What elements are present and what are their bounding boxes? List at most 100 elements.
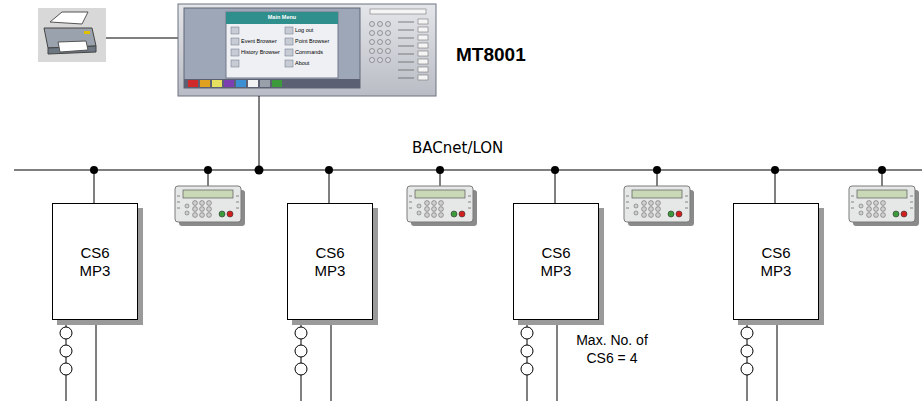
bus-drops — [440, 170, 441, 186]
operator-terminal — [226, 12, 338, 24]
controller-box: CS6 MP3 — [287, 203, 373, 320]
controller-box: CS6 MP3 — [513, 203, 599, 320]
box-label: CS6 MP3 — [535, 244, 577, 280]
operator-terminal — [370, 22, 391, 63]
operator-terminal — [184, 79, 360, 88]
network-illustration — [60, 320, 72, 401]
operator-terminal — [184, 8, 360, 88]
printer-icon — [50, 12, 88, 24]
operator-terminal — [178, 4, 436, 96]
bus-drops — [94, 170, 95, 203]
operator-terminal — [272, 80, 282, 87]
operator-terminal — [200, 80, 210, 87]
menu-title: Main Menu — [226, 14, 338, 21]
operator-terminal — [418, 51, 428, 56]
operator-terminal — [386, 49, 391, 54]
note-label: Max. No. of CS6 = 4 — [566, 331, 658, 367]
operator-terminal — [398, 70, 414, 71]
operator-terminal — [398, 62, 414, 63]
printer-icon — [38, 8, 106, 62]
controller-box: CS6 MP3 — [733, 203, 819, 320]
operator-terminal — [231, 27, 239, 34]
menu-item: Commands — [295, 49, 323, 56]
network-illustration — [175, 186, 245, 226]
network-bus — [14, 169, 922, 170]
operator-terminal — [370, 40, 375, 45]
controller-wire — [557, 320, 558, 401]
printer-icon — [58, 41, 88, 52]
bus-drops — [775, 170, 776, 203]
device-name: MT8001 — [456, 44, 526, 66]
operator-terminal — [418, 19, 428, 80]
operator-terminal — [398, 22, 414, 23]
network-illustration — [521, 320, 533, 401]
network-illustration — [741, 320, 753, 401]
menu-item: Point Browser — [295, 38, 329, 45]
operator-terminal — [226, 12, 338, 78]
operator-terminal — [398, 78, 414, 79]
operator-terminal — [378, 22, 383, 27]
operator-terminal — [212, 80, 222, 87]
box-label: CS6 MP3 — [755, 244, 797, 280]
controller-wire — [96, 320, 777, 401]
operator-terminal — [386, 22, 391, 27]
operator-terminal — [231, 49, 239, 56]
operator-terminal — [398, 30, 414, 31]
bus-drops — [329, 170, 330, 203]
bus-taps — [255, 166, 264, 175]
printer-icon — [38, 8, 106, 62]
controller-wire — [331, 320, 332, 401]
operator-terminal — [370, 31, 375, 36]
operator-terminal — [370, 9, 426, 14]
operator-terminal — [418, 35, 428, 40]
box-label: CS6 MP3 — [309, 244, 351, 280]
operator-terminal — [378, 40, 383, 45]
operator-terminal — [285, 38, 293, 45]
operator-terminal — [418, 67, 428, 72]
operator-terminal — [418, 75, 428, 80]
operator-terminal — [285, 49, 293, 56]
box-label: CS6 MP3 — [74, 244, 116, 280]
operator-terminal — [370, 49, 375, 54]
bus-drops — [208, 170, 209, 186]
network-illustration — [849, 186, 919, 226]
bus-drops — [657, 170, 658, 186]
bus-taps — [90, 166, 886, 175]
operator-terminal — [248, 80, 258, 87]
menu-item: About — [295, 60, 309, 67]
operator-terminal — [231, 38, 239, 45]
operator-terminal — [386, 31, 391, 36]
operator-terminal — [184, 79, 360, 88]
operator-terminal — [398, 22, 414, 78]
bus-drops — [555, 170, 556, 203]
operator-terminal — [231, 27, 293, 67]
operator-terminal — [386, 58, 391, 63]
operator-terminal — [178, 4, 436, 96]
printer-cable — [106, 38, 178, 39]
operator-terminal — [418, 19, 428, 24]
controller-wire — [777, 320, 778, 401]
operator-terminal — [418, 59, 428, 64]
operator-terminal — [418, 27, 428, 32]
terminal-drop — [259, 96, 260, 170]
controller-wire — [96, 320, 97, 401]
operator-terminal — [378, 31, 383, 36]
operator-terminal — [370, 22, 375, 27]
menu-item: Log out — [295, 27, 313, 34]
network-label: BACnet/LON — [412, 139, 532, 158]
operator-terminal — [418, 43, 428, 48]
network-illustration — [407, 186, 477, 226]
operator-terminal — [285, 27, 293, 34]
operator-terminal — [236, 80, 246, 87]
operator-terminal: Main MenuLog outEvent Browser Point Brows… — [178, 4, 436, 96]
operator-terminal — [386, 40, 391, 45]
operator-terminal — [188, 80, 198, 87]
menu-item: History Browser — [241, 49, 280, 56]
operator-terminal — [398, 46, 414, 47]
operator-terminal — [285, 60, 293, 67]
menu-item: Event Browser — [241, 38, 277, 45]
operator-terminal — [378, 58, 383, 63]
operator-terminal — [260, 80, 270, 87]
printer-icon — [84, 31, 90, 34]
